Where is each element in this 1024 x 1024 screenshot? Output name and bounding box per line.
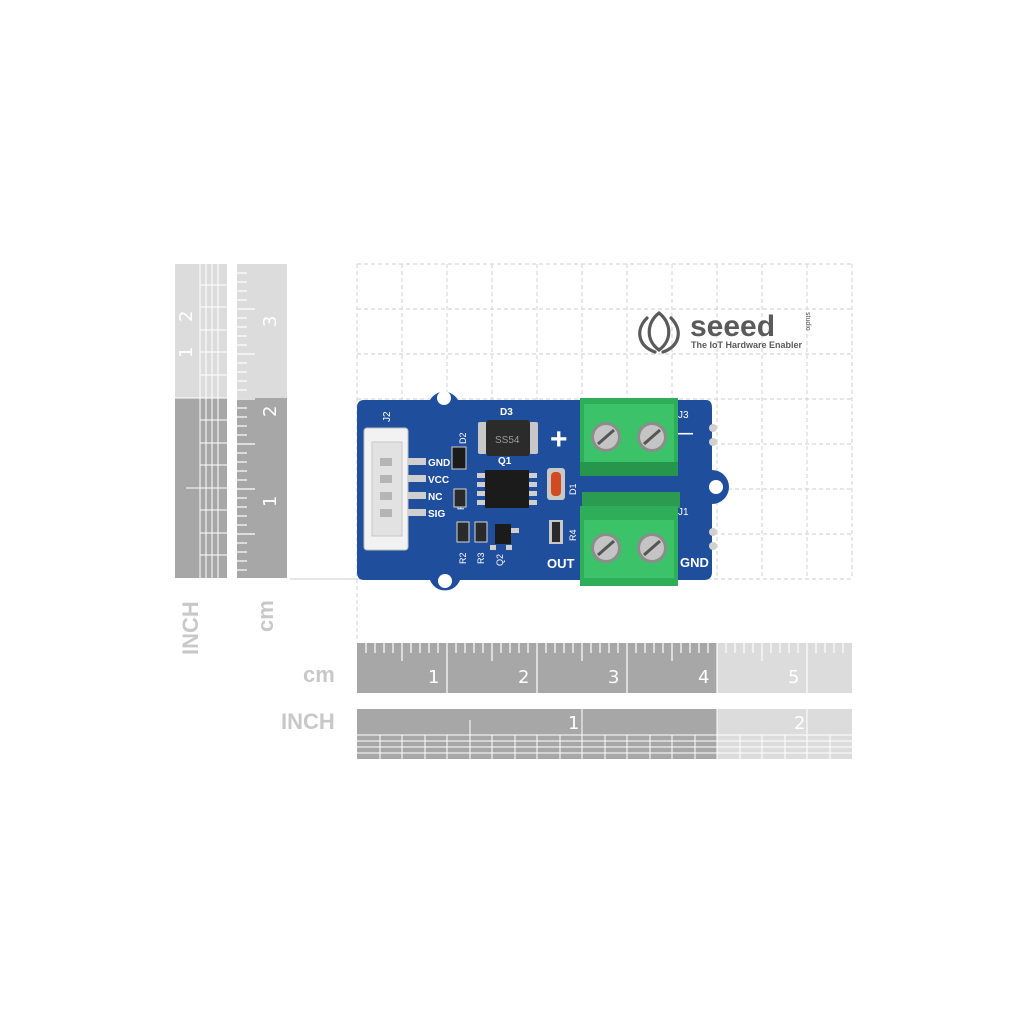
horizontal-cm-number-2: 2 — [518, 667, 529, 688]
vertical-cm-number-2: 2 — [260, 406, 281, 417]
vertical-cm-label: cm — [253, 600, 278, 632]
right-edge-pad — [709, 528, 717, 536]
label-out: OUT — [547, 556, 575, 571]
diode-d1 — [551, 472, 561, 496]
horizontal-cm-number-1: 1 — [428, 667, 439, 688]
terminal-block-j3 — [580, 398, 678, 476]
vertical-inch-label: INCH — [178, 601, 203, 655]
diode-d3 — [486, 420, 530, 456]
horizontal-inch-number-1: 1 — [568, 713, 579, 734]
mounting-hole-top — [437, 391, 451, 405]
seeed-logo: seeed studio The IoT Hardware Enabler — [638, 310, 811, 354]
horizontal-cm-ruler: 1 2 3 4 5 cm — [303, 643, 852, 693]
vertical-cm-number-3: 3 — [260, 316, 281, 327]
label-q1: Q1 — [498, 456, 512, 467]
horizontal-cm-number-4: 4 — [698, 667, 709, 688]
right-edge-pad — [709, 438, 717, 446]
mounting-hole-bottom — [438, 574, 452, 588]
label-r2: R2 — [458, 552, 468, 564]
pin-label-vcc: VCC — [428, 475, 449, 486]
horizontal-inch-number-2: 2 — [794, 713, 805, 734]
resistor-r4 — [552, 522, 560, 542]
pin-label-gnd: GND — [428, 458, 450, 469]
label-d1: D1 — [568, 483, 578, 495]
label-r4: R4 — [568, 529, 578, 541]
diode-d2 — [451, 446, 467, 470]
grove-connector — [363, 427, 426, 551]
label-gnd: GND — [680, 555, 709, 570]
label-j1: J1 — [678, 507, 689, 518]
seeed-flame-icon — [638, 310, 680, 354]
vertical-inch-ruler: 1 2 INCH — [175, 264, 227, 655]
vertical-inch-number-1: 1 — [176, 347, 197, 358]
label-minus: — — [677, 425, 693, 442]
label-q2: Q2 — [495, 554, 505, 566]
diode-d3-marking: SS54 — [495, 435, 520, 446]
vertical-inch-number-2: 2 — [176, 311, 197, 322]
label-j2: J2 — [382, 411, 393, 422]
horizontal-cm-number-5: 5 — [788, 667, 799, 688]
brand-super: studio — [804, 312, 811, 331]
horizontal-inch-label: INCH — [281, 709, 335, 734]
right-edge-pad — [709, 424, 717, 432]
mosfet-q1 — [485, 470, 529, 508]
label-d2: D2 — [458, 432, 468, 444]
label-plus: + — [550, 423, 568, 456]
label-r3: R3 — [476, 552, 486, 564]
relay-module-board: J2 GND VCC NC SIG D3 SS54 D2 R1 Q1 D1 R2 — [357, 391, 729, 591]
transistor-q2 — [495, 524, 511, 544]
resistor-r1 — [453, 488, 467, 508]
pin-label-sig: SIG — [428, 509, 445, 520]
label-j3: J3 — [678, 410, 689, 421]
brand-name: seeed — [690, 310, 775, 343]
right-edge-pad — [709, 542, 717, 550]
resistor-r2 — [456, 521, 470, 543]
horizontal-cm-number-3: 3 — [608, 667, 619, 688]
pin-label-nc: NC — [428, 492, 442, 503]
horizontal-inch-ruler: 1 2 INCH — [281, 709, 852, 759]
terminal-block-j1 — [580, 492, 680, 586]
vertical-cm-ruler: 1 2 3 cm — [237, 264, 287, 632]
brand-tagline: The IoT Hardware Enabler — [691, 340, 803, 350]
horizontal-cm-label: cm — [303, 662, 335, 687]
mounting-hole-right — [709, 480, 723, 494]
label-d3: D3 — [500, 407, 513, 418]
vertical-cm-number-1: 1 — [260, 496, 281, 507]
resistor-r3 — [474, 521, 488, 543]
